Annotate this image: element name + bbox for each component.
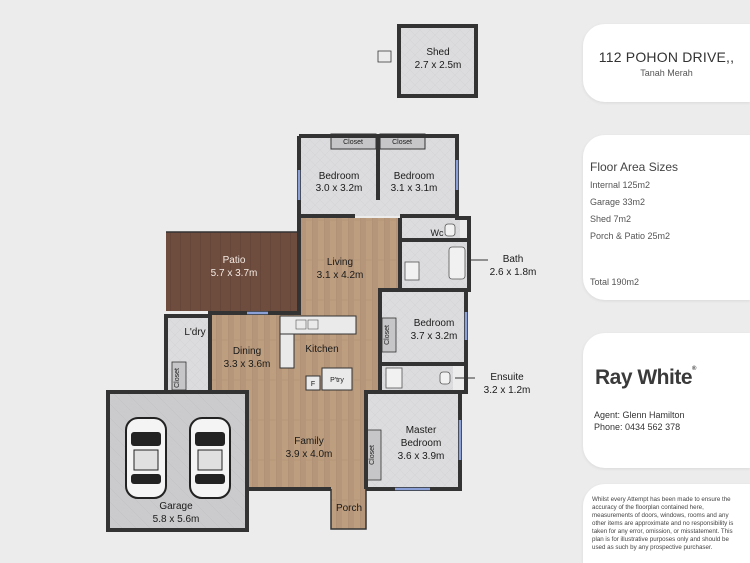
address-card: 112 POHON DRIVE,, Tanah Merah bbox=[583, 24, 750, 102]
laundry-label: L'dry bbox=[184, 327, 205, 338]
shed: Shed 2.7 x 2.5m bbox=[377, 24, 478, 98]
shed-name: Shed bbox=[426, 47, 449, 58]
bath-size: 2.6 x 1.8m bbox=[490, 267, 537, 278]
dining-size: 3.3 x 3.6m bbox=[224, 359, 271, 370]
patio-name: Patio bbox=[223, 255, 246, 266]
closet-laundry-label: Closet bbox=[174, 368, 181, 388]
floor-plan: Shed 2.7 x 2.5m Patio 5.7 x 3.7m Closet … bbox=[106, 24, 537, 532]
porch-label: Porch bbox=[336, 503, 362, 514]
living-size: 3.1 x 4.2m bbox=[317, 270, 364, 281]
bedroom3-name: Bedroom bbox=[414, 318, 455, 329]
living-area-floor bbox=[210, 218, 420, 489]
master-name2: Bedroom bbox=[401, 438, 442, 449]
closet2-label: Closet bbox=[392, 139, 412, 146]
wc-label: Wc bbox=[431, 228, 444, 238]
garage-size: 5.8 x 5.6m bbox=[153, 514, 200, 525]
closet3-label: Closet bbox=[384, 325, 391, 345]
patio-size: 5.7 x 3.7m bbox=[211, 268, 258, 279]
patio: Patio 5.7 x 3.7m bbox=[166, 232, 300, 311]
car-icon bbox=[125, 417, 167, 499]
bath-name: Bath bbox=[503, 254, 524, 265]
garage: Garage 5.8 x 5.6m bbox=[106, 390, 249, 532]
agent-name: Agent: Glenn Hamilton bbox=[594, 410, 685, 420]
disclaimer-card: Whilst every Attempt has been made to en… bbox=[583, 484, 750, 563]
car-icon bbox=[189, 417, 231, 499]
property-address: 112 POHON DRIVE,, bbox=[598, 49, 735, 65]
windows bbox=[247, 160, 468, 491]
agent-phone: Phone: 0434 562 378 bbox=[594, 422, 681, 432]
dining-name: Dining bbox=[233, 346, 261, 357]
bedroom3-size: 3.7 x 3.2m bbox=[411, 331, 458, 342]
disclaimer-text: Whilst every Attempt has been made to en… bbox=[592, 496, 734, 551]
ensuite-name: Ensuite bbox=[490, 372, 524, 383]
master-name1: Master bbox=[406, 425, 437, 436]
master-size: 3.6 x 3.9m bbox=[398, 451, 445, 462]
bedroom1-name: Bedroom bbox=[319, 171, 360, 182]
family-size: 3.9 x 4.0m bbox=[286, 449, 333, 460]
family-name: Family bbox=[294, 436, 323, 447]
agency-card: Ray White® Agent: Glenn Hamilton Phone: … bbox=[583, 333, 750, 468]
garage-name: Garage bbox=[159, 501, 193, 512]
pantry-label: P'try bbox=[330, 377, 344, 384]
floor-area-internal: Internal 125m2 bbox=[590, 180, 651, 190]
floor-area-porch-patio: Porch & Patio 25m2 bbox=[590, 231, 671, 241]
bedroom2-name: Bedroom bbox=[394, 171, 435, 182]
floor-area-garage: Garage 33m2 bbox=[590, 197, 646, 207]
floor-area-total: Total 190m2 bbox=[590, 277, 640, 287]
floor-area-shed: Shed 7m2 bbox=[590, 214, 632, 224]
shed-size: 2.7 x 2.5m bbox=[415, 60, 462, 71]
floor-area-title: Floor Area Sizes bbox=[590, 160, 679, 174]
property-suburb: Tanah Merah bbox=[640, 68, 693, 78]
fridge-label: F bbox=[311, 381, 315, 388]
bedroom2-size: 3.1 x 3.1m bbox=[391, 183, 438, 194]
floor-area-card: Floor Area Sizes Internal 125m2 Garage 3… bbox=[583, 135, 750, 300]
closet1-label: Closet bbox=[343, 139, 363, 146]
closet4-label: Closet bbox=[369, 445, 376, 465]
ensuite-size: 3.2 x 1.2m bbox=[484, 385, 531, 396]
living-name: Living bbox=[327, 257, 353, 268]
kitchen-label: Kitchen bbox=[305, 344, 338, 355]
agency-logo: Ray White® bbox=[595, 366, 696, 389]
bedroom1-size: 3.0 x 3.2m bbox=[316, 183, 363, 194]
